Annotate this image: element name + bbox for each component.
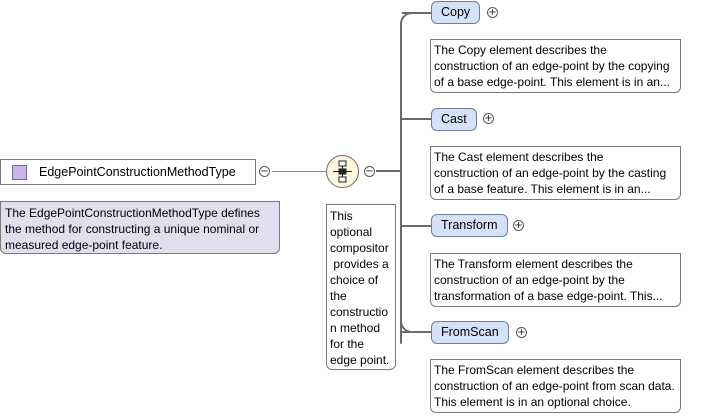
compositor-doc-line: edge point.	[330, 353, 390, 367]
branch-cast	[400, 118, 431, 120]
element-fromscan-expand-icon[interactable]: +	[516, 327, 527, 338]
doc-line: This element is in an optional choice.	[434, 395, 631, 409]
doc-line: construction of an edge-point by the cop…	[434, 59, 670, 73]
compositor-doc-line: for the	[330, 337, 365, 351]
spine-bottom-curve	[400, 319, 414, 333]
root-connector	[272, 171, 326, 172]
element-cast-documentation: The Cast element describes the construct…	[430, 146, 681, 200]
doc-line: construction of an edge-point by the cas…	[434, 166, 667, 180]
doc-line: of a base edge-point. This element is in…	[434, 75, 670, 89]
root-type-box[interactable]: EdgePointConstructionMethodType	[0, 159, 256, 185]
element-cast[interactable]: Cast	[431, 108, 477, 131]
doc-line: The Copy element describes the	[434, 43, 607, 57]
compositor-doc-line: the	[330, 289, 347, 303]
element-cast-expand-icon[interactable]: +	[483, 113, 494, 124]
compositor-doc-line: choice of	[330, 273, 379, 287]
choice-compositor-icon	[333, 160, 352, 183]
complex-type-icon	[12, 164, 27, 180]
compositor-collapse-icon[interactable]: −	[364, 166, 375, 177]
spine-top-curve	[400, 12, 414, 26]
compositor-doc-line: optional	[330, 225, 373, 239]
doc-line: The Transform element describes the	[434, 257, 633, 271]
root-type-documentation: The EdgePointConstructionMethodType defi…	[0, 201, 280, 254]
doc-line: construction of an edge-point by the	[434, 273, 625, 287]
branch-copy	[402, 12, 431, 14]
doc-line: construction of an edge-point from scan …	[434, 379, 675, 393]
element-transform[interactable]: Transform	[431, 214, 508, 237]
compositor-doc-line: n method	[330, 321, 381, 335]
element-transform-expand-icon[interactable]: +	[513, 220, 524, 231]
compositor-documentation: This optional compositor provides a choi…	[326, 204, 396, 370]
compositor-doc-line: compositor	[330, 241, 389, 255]
doc-line: of a base feature. This element is in an…	[434, 182, 651, 196]
doc-line: transformation of a base edge-point. Thi…	[434, 289, 663, 303]
compositor-doc-line: provides a	[330, 257, 389, 271]
element-fromscan-documentation: The FromScan element describes the const…	[430, 359, 681, 413]
choice-compositor[interactable]	[326, 155, 359, 188]
branch-fromscan	[402, 331, 431, 333]
element-copy-expand-icon[interactable]: +	[487, 7, 498, 18]
compositor-doc-line: constructio	[330, 305, 389, 319]
compositor-connector	[376, 170, 402, 172]
element-copy-documentation: The Copy element describes the construct…	[430, 39, 681, 93]
doc-line: The FromScan element describes the	[434, 363, 635, 377]
element-copy[interactable]: Copy	[431, 1, 481, 24]
root-collapse-icon[interactable]: −	[259, 166, 270, 177]
choice-vertical-spine	[400, 22, 402, 344]
element-transform-documentation: The Transform element describes the cons…	[430, 253, 681, 307]
element-fromscan[interactable]: FromScan	[431, 321, 509, 344]
branch-transform	[400, 225, 431, 227]
compositor-doc-line: This	[330, 209, 353, 223]
root-type-name: EdgePointConstructionMethodType	[39, 165, 236, 179]
doc-line: The Cast element describes the	[434, 150, 604, 164]
